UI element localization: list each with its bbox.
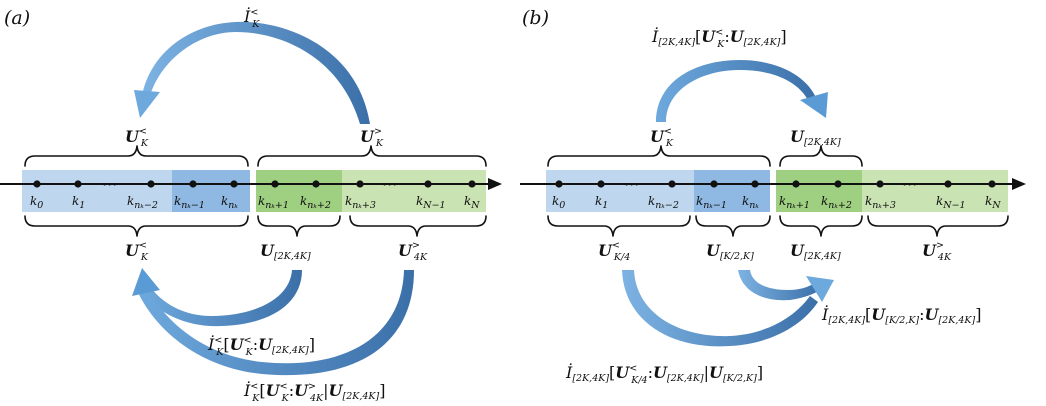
tick-kN-b: kN (985, 194, 1001, 211)
dots-b1: ··· (624, 175, 639, 194)
label-U4K-gt-a: U>4K (398, 240, 428, 263)
tick-km1-a: knₖ−1 (174, 194, 205, 211)
brace-bottom-left-a (24, 215, 249, 237)
label-U4K-gt-b: U>4K (922, 240, 952, 263)
k-points-a (33, 180, 476, 188)
tick-k1-b: k1 (595, 194, 608, 211)
tick-kp3-b: knₖ+3 (865, 194, 896, 211)
brace-bottom-1-b (547, 215, 691, 237)
brace-top-left-b (547, 145, 771, 167)
dots-a1: ··· (102, 175, 117, 194)
segment-green-dark-a (256, 170, 342, 212)
dots-b2: ··· (902, 175, 917, 194)
brace-top-right-a (257, 145, 487, 167)
label-I-outer-b: İ[2K,4K][U<K/4:U[2K,4K]|U[K/2,K]] (565, 362, 763, 386)
k-axis-arrowhead-a (488, 178, 502, 190)
tick-kp1-a: knₖ+1 (258, 194, 289, 211)
tick-k0-b: k0 (552, 194, 565, 211)
arrow-top-head-b (800, 92, 828, 118)
label-UK-lt-top-a: U<K (125, 126, 149, 149)
tick-km2-a: knₖ−2 (127, 194, 158, 211)
brace-bottom-4-b (867, 215, 1009, 237)
brace-bottom-2-b (695, 215, 771, 237)
tick-kN-a: kN (464, 194, 480, 211)
label-U-2K4K-top-b: U[2K,4K] (790, 127, 841, 148)
arrow-bottom-inner-b (738, 270, 820, 301)
brace-bottom-right-a (349, 215, 487, 237)
label-UK-lt-top-b: U<K (650, 126, 674, 149)
arrow-bottom-inner-a (140, 270, 302, 327)
label-UK4-lt-b: U<K/4 (598, 240, 630, 263)
tick-kp2-a: knₖ+2 (300, 194, 331, 211)
tick-kn-b: knₖ (742, 194, 759, 211)
brace-bottom-mid-a (257, 215, 341, 237)
label-UK-lt-bottom-a: U<K (125, 240, 149, 263)
segment-green-light-a (342, 170, 486, 212)
panel-b: (b) ··· ··· k0 k1 knₖ−2 knₖ−1 knₖ knₖ+1 … (520, 7, 1026, 386)
brace-top-left-a (24, 145, 249, 167)
segment-blue-light-a (22, 170, 172, 212)
k-axis-arrowhead-b (1012, 178, 1026, 190)
arrow-top-a (142, 21, 370, 124)
segment-green-light-b (862, 170, 1008, 212)
panel-a: (a) ··· ··· k0 k1 knₖ−2 knₖ−1 knₖ knₖ+1 … (0, 6, 502, 404)
arrow-top-b (656, 60, 816, 122)
tick-kN1-a: kN−1 (416, 194, 446, 211)
label-IK-outer-a: İ<K[U<K:U>4K|U[2K,4K]] (243, 380, 385, 404)
arrow-top-head-a (134, 90, 160, 118)
tick-kp2-b: knₖ+2 (821, 194, 852, 211)
label-U-2K4K-a: U[2K,4K] (260, 241, 311, 262)
arrow-bottom-head-a (132, 268, 160, 296)
tick-kp3-a: knₖ+3 (345, 194, 376, 211)
segment-blue-dark-a (172, 170, 250, 212)
tick-kn-a: knₖ (221, 194, 238, 211)
label-I-inner-b: İ[2K,4K][U[K/2,K]:U[2K,4K]] (821, 304, 981, 326)
segment-green-dark-b (776, 170, 862, 212)
label-IK-lt-a: İ<K (243, 6, 260, 30)
panel-b-tag: (b) (522, 7, 549, 29)
arrow-bottom-outer-a (136, 270, 414, 376)
brace-top-mid-b (779, 145, 863, 167)
tick-k0-a: k0 (30, 194, 43, 211)
label-U-K2K-b: U[K/2,K] (706, 241, 754, 262)
brace-bottom-3-b (779, 215, 863, 237)
label-I-top-b: İ[2K,4K][U<K:U[2K,4K]] (651, 26, 787, 50)
arrow-bottom-head-b (806, 276, 834, 302)
arrow-bottom-outer-b (622, 270, 818, 347)
tick-km1-b: knₖ−1 (696, 194, 727, 211)
tick-km2-b: knₖ−2 (648, 194, 679, 211)
label-IK-inner-a: İ<K[U<K:U[2K,4K]] (207, 334, 315, 358)
segment-blue-light-b (546, 170, 694, 212)
tick-k1-a: k1 (72, 194, 85, 211)
segment-blue-dark-b (694, 170, 770, 212)
label-UK-gt-top-a: U>K (360, 126, 384, 149)
k-points-b (555, 180, 996, 188)
tick-kN1-b: kN−1 (936, 194, 966, 211)
label-U-2K4K-bottom-b: U[2K,4K] (790, 241, 841, 262)
panel-a-tag: (a) (4, 7, 30, 29)
dots-a2: ··· (382, 175, 397, 194)
tick-kp1-b: knₖ+1 (779, 194, 810, 211)
